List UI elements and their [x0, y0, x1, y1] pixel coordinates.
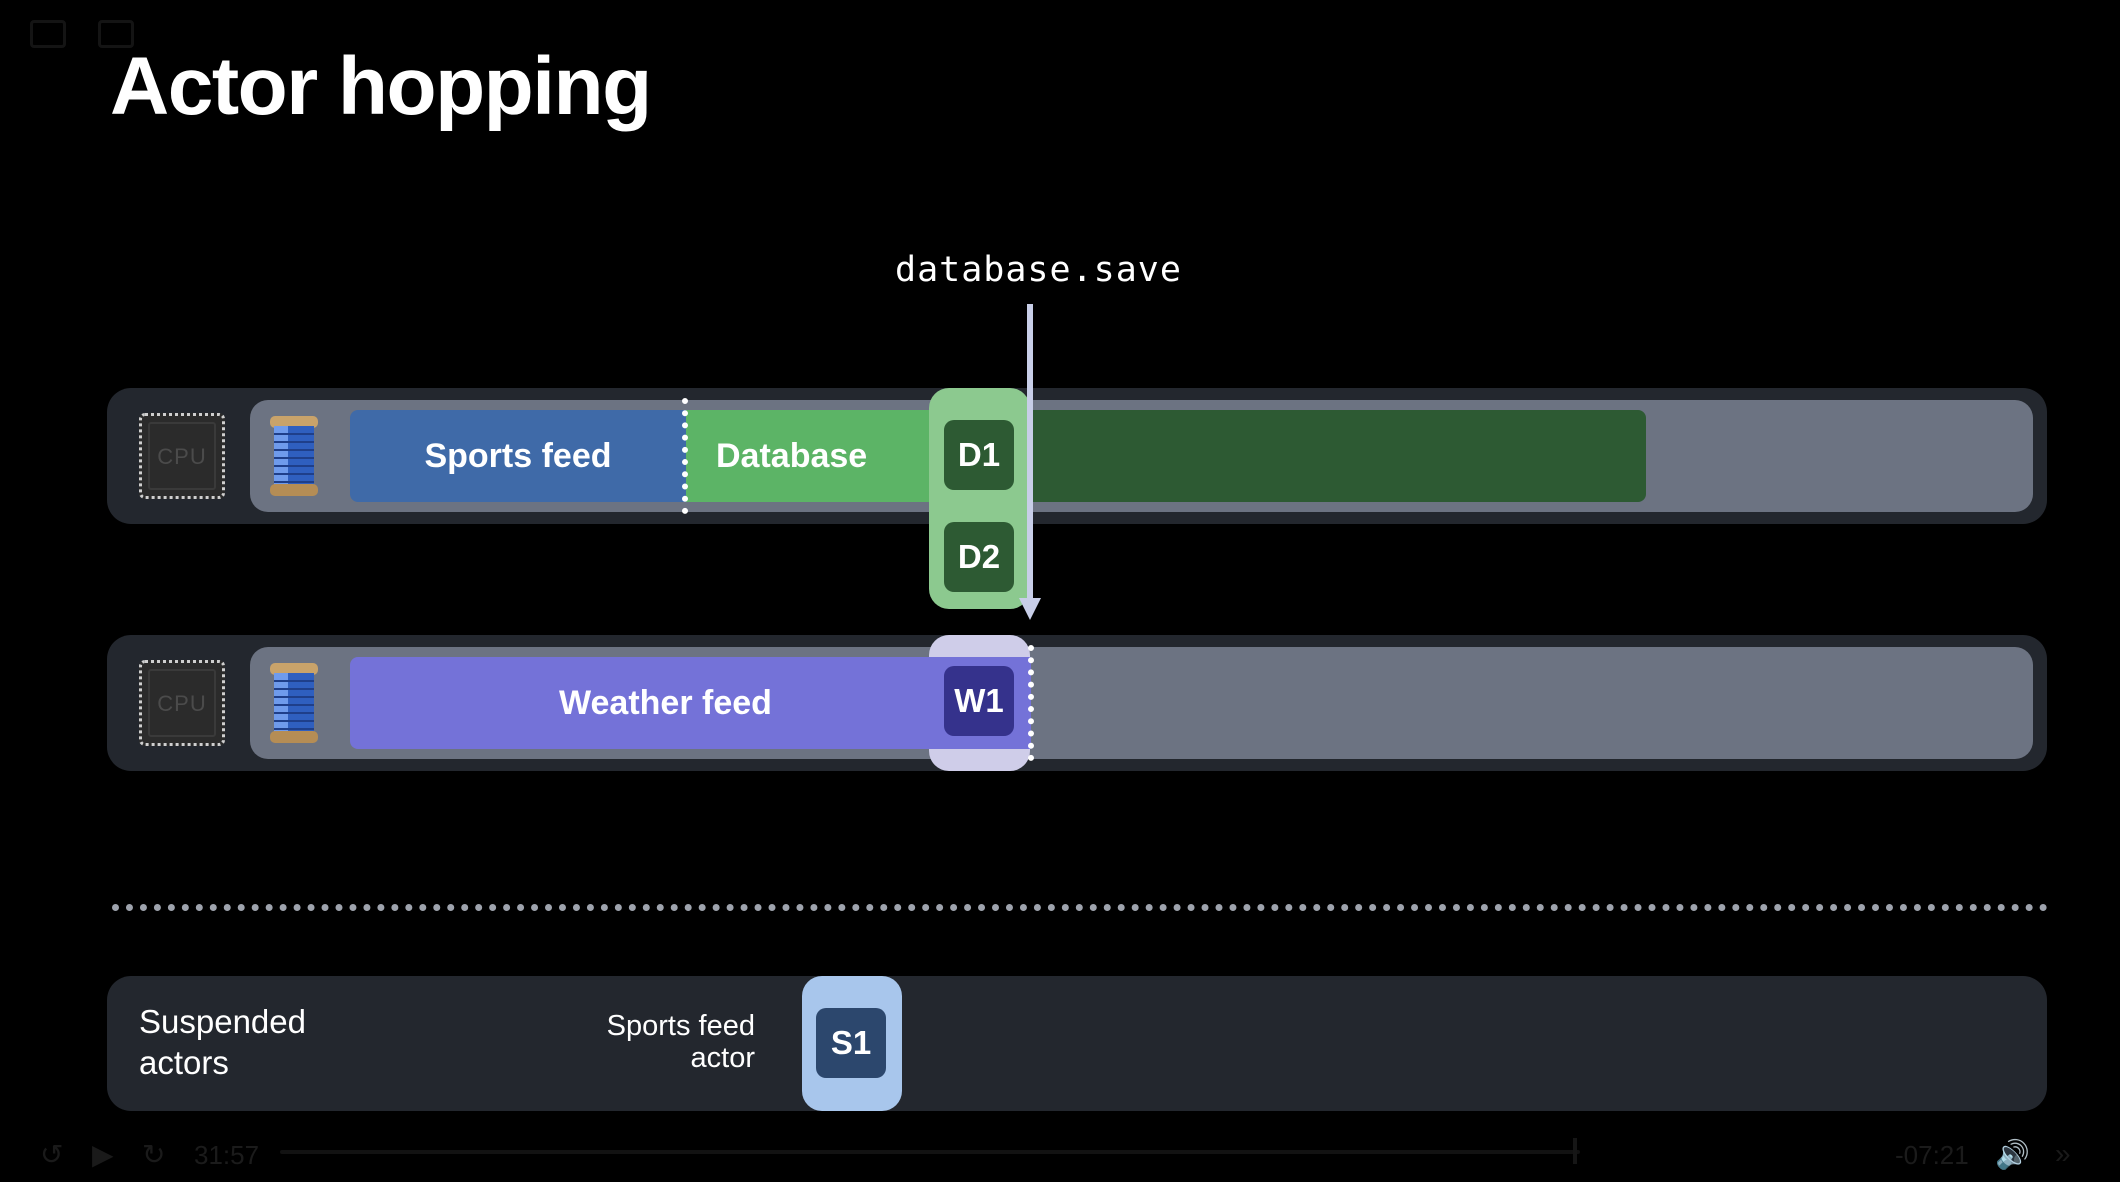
segment-database-continued: [1031, 410, 1646, 502]
segment-sports-feed: Sports feed: [350, 410, 686, 502]
slide-title: Actor hopping: [110, 41, 652, 132]
job-badge-w1: W1: [944, 666, 1014, 736]
cpu-chip-2: CPU: [139, 660, 225, 746]
call-label: database.save: [895, 250, 1182, 290]
cpu-label: CPU: [157, 444, 207, 469]
suspended-actors-label: Suspended actors: [139, 1003, 306, 1081]
call-arrow-head-icon: [1019, 598, 1041, 620]
playback-scrubber[interactable]: [280, 1150, 1580, 1154]
skip-back-icon[interactable]: ↺: [40, 1139, 64, 1170]
elapsed-time: 31:57: [194, 1140, 260, 1170]
segment-weather-feed: Weather feed: [350, 657, 1031, 749]
cpu-label: CPU: [157, 691, 207, 716]
picture-in-picture-icon[interactable]: [98, 20, 134, 48]
dotted-separator: [112, 904, 2048, 911]
remaining-time: -07:21: [1895, 1140, 1969, 1170]
thread-spool-icon: [270, 416, 318, 496]
hop-boundary-dash: [682, 398, 688, 514]
job-badge-d1: D1: [944, 420, 1014, 490]
cpu-chip-1: CPU: [139, 413, 225, 499]
skip-forward-icon[interactable]: ↻: [142, 1139, 166, 1170]
thread-spool-icon: [270, 663, 318, 743]
hop-boundary-dash: [1028, 645, 1034, 761]
playback-knob[interactable]: [1573, 1138, 1577, 1164]
sports-feed-actor-label: Sports feed actor: [606, 1010, 755, 1074]
suspended-actors-row: [107, 976, 2047, 1111]
job-badge-d2: D2: [944, 522, 1014, 592]
call-arrow-line: [1027, 304, 1033, 600]
volume-icon[interactable]: 🔊: [1995, 1139, 2030, 1170]
job-badge-s1: S1: [816, 1008, 886, 1078]
play-icon[interactable]: ▶: [92, 1139, 114, 1170]
fullscreen-icon[interactable]: [30, 20, 66, 48]
more-icon[interactable]: »: [2055, 1138, 2071, 1169]
